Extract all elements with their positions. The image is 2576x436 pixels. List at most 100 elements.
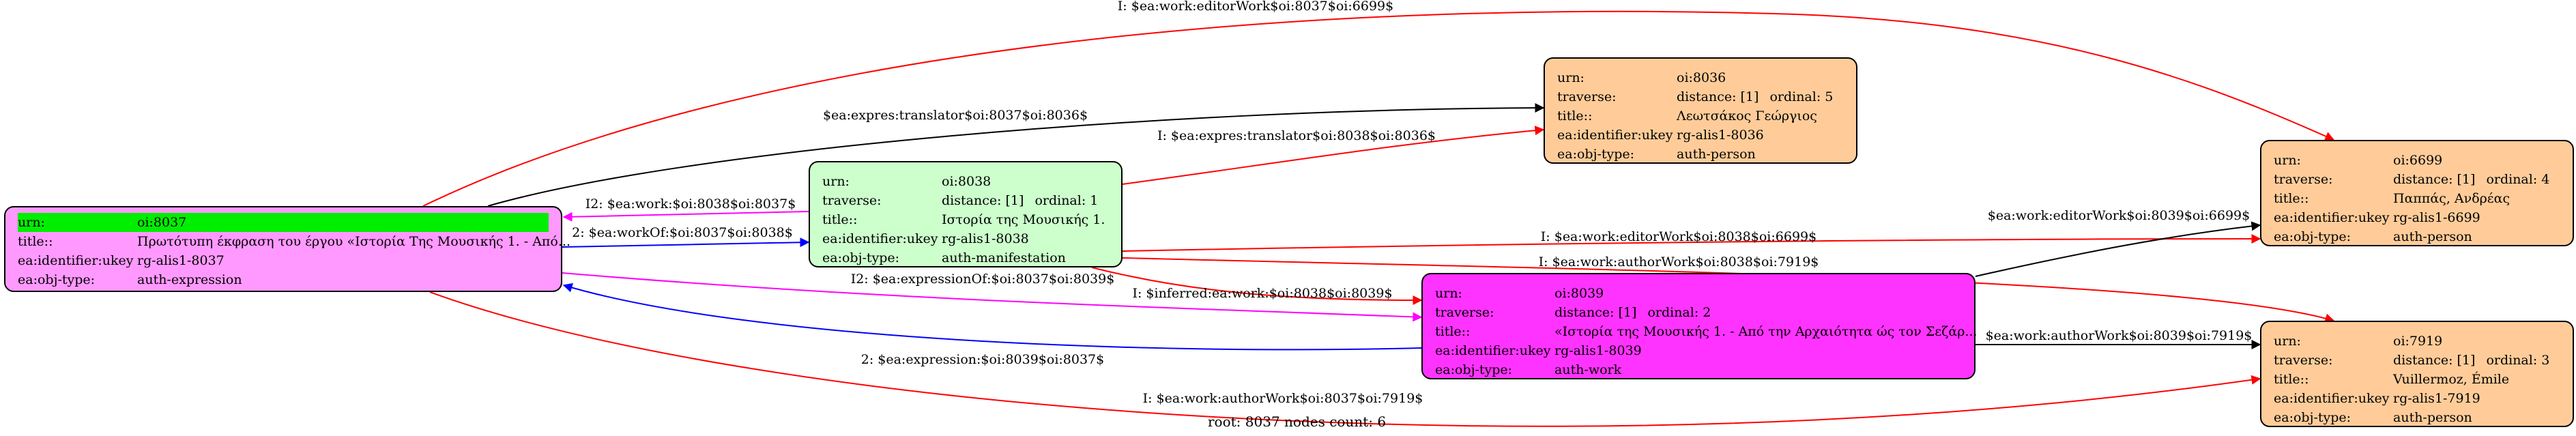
node-row-key: urn: <box>2274 153 2301 168</box>
node-row-value: distance: [1]ordinal: 1 <box>942 191 1109 210</box>
node-row-value-text: oi:8036 <box>1677 70 1726 85</box>
node-n8038[interactable]: urn:oi:8038 traverse: distance: [1]ordinal… <box>809 161 1123 267</box>
node-row-value: auth-person <box>2393 227 2560 246</box>
node-row: urn:oi:8037 <box>18 213 549 232</box>
node-row-key: traverse: <box>822 193 882 208</box>
node-row: title::Vuillermoz, Émile <box>2274 370 2560 389</box>
node-row-value: oi:8036 <box>1677 68 1844 87</box>
node-row: urn: oi:6699 <box>2274 151 2560 170</box>
edge-label-e9: I2: $ea:expressionOf:$oi:8037$oi:8039$ <box>851 272 1115 287</box>
node-row-value-text: rg-alis1-8039 <box>1554 343 1642 358</box>
node-row-key: urn: <box>2274 334 2301 349</box>
node-row-value-text: rg-alis1-8038 <box>942 231 1029 246</box>
node-row-value: distance: [1]ordinal: 4 <box>2393 170 2560 189</box>
node-row-value: auth-manifestation <box>942 248 1109 267</box>
edge-label-e3: I: $ea:expres:translator$oi:8038$oi:8036… <box>1157 128 1436 143</box>
node-row-key: ea:identifier:ukey <box>2274 210 2390 225</box>
node-row-value: rg-alis1-8039 <box>1554 341 1962 360</box>
edge-label-e4: I2: $ea:work:$oi:8038$oi:8037$ <box>585 197 796 212</box>
node-row-value-text: rg-alis1-7919 <box>2393 391 2480 406</box>
node-row: title::Λεωτσάκος Γεώργιος <box>1557 106 1844 126</box>
node-row-value: oi:8038 <box>942 172 1109 191</box>
node-row-value-text: oi:6699 <box>2393 153 2443 168</box>
node-row-value-text: oi:8038 <box>942 174 992 189</box>
node-row-value-text: distance: [1] <box>1554 305 1637 320</box>
node-n6699[interactable]: urn: oi:6699 traverse:distance: [1]ordinal… <box>2260 140 2574 246</box>
node-row-value-text: auth-person <box>1677 147 1756 162</box>
node-row-key: traverse: <box>1557 89 1617 104</box>
node-row-key: ea:identifier:ukey <box>822 231 938 246</box>
edge-e3 <box>1122 126 1545 185</box>
node-row-key: ea:obj-type: <box>2274 229 2351 244</box>
node-row: title::Πρωτότυπη έκφραση του έργου «Ιστο… <box>18 232 570 251</box>
node-row-ordinal: ordinal: 1 <box>1034 193 1099 208</box>
node-row-value: auth-work <box>1554 360 1962 379</box>
node-row-key: ea:identifier:ukey <box>1557 128 1673 143</box>
edge-label-e2: $ea:expres:translator$oi:8037$oi:8036$ <box>823 108 1088 123</box>
edge-e6 <box>1122 234 2261 252</box>
node-row-value-text: «Ιστορία της Μουσικής 1. - Από την Αρχαι… <box>1554 324 1978 339</box>
node-row-value: oi:7919 <box>2393 332 2560 351</box>
node-row-key: ea:identifier:ukey <box>18 253 134 268</box>
edge-label-e12: $ea:work:authorWork$oi:8039$oi:7919$ <box>1986 328 2253 343</box>
node-row: traverse:distance: [1]ordinal: 3 <box>2274 351 2560 370</box>
node-row: ea:identifier:ukey rg-alis1-8038 <box>822 229 1109 248</box>
edge-label-e8: I: $inferred:ea:work:$oi:8038$oi:8039$ <box>1132 286 1392 301</box>
node-row-value: Παππάς, Ανδρέας <box>2393 189 2560 208</box>
node-row: urn:oi:8036 <box>1557 68 1844 87</box>
node-row: ea:obj-type: auth-work <box>1435 360 1962 379</box>
node-row-key: title:: <box>1435 324 1471 339</box>
node-row-key: ea:identifier:ukey <box>2274 391 2390 406</box>
node-row-value: rg-alis1-8038 <box>942 229 1109 248</box>
edge-e5 <box>562 237 810 248</box>
edge-label-e1: I: $ea:work:editorWork$oi:8037$oi:6699$ <box>1118 0 1393 14</box>
node-row-value-text: oi:7919 <box>2393 334 2443 349</box>
node-row-key: traverse: <box>2274 353 2333 368</box>
node-row-value-text: auth-manifestation <box>942 250 1066 265</box>
node-row: traverse: distance: [1]ordinal: 1 <box>822 191 1109 210</box>
edge-label-e10: 2: $ea:expression:$oi:8039$oi:8037$ <box>861 352 1105 367</box>
node-row-value-text: oi:8037 <box>137 215 187 230</box>
node-row-value-text: rg-alis1-8036 <box>1677 128 1764 143</box>
node-row: traverse:distance: [1]ordinal: 4 <box>2274 170 2560 189</box>
edge-e10 <box>562 282 1422 351</box>
node-row-key: ea:identifier:ukey <box>1435 343 1551 358</box>
edge-e13 <box>429 291 2261 427</box>
edge-e9 <box>562 272 1423 322</box>
node-row-value: Vuillermoz, Émile <box>2393 370 2560 389</box>
node-row-value-text: auth-expression <box>137 272 242 287</box>
node-row: ea:obj-type: auth-person <box>2274 227 2560 246</box>
node-row: ea:identifier:ukey rg-alis1-8036 <box>1557 126 1844 145</box>
node-row: urn: oi:7919 <box>2274 332 2560 351</box>
node-row-value-text: distance: [1] <box>2393 172 2476 187</box>
node-row-key: ea:obj-type: <box>822 250 900 265</box>
node-row: ea:obj-type:auth-expression <box>18 270 549 289</box>
node-row-value-text: distance: [1] <box>1677 89 1759 104</box>
node-row-value: oi:8037 <box>137 213 549 232</box>
node-row-key: title:: <box>822 212 858 227</box>
node-row-key: title:: <box>2274 191 2309 206</box>
node-row: title::Παππάς, Ανδρέας <box>2274 189 2560 208</box>
node-row-value: auth-expression <box>137 270 549 289</box>
node-row: traverse:distance: [1]ordinal: 2 <box>1435 303 1962 322</box>
node-row-ordinal: ordinal: 2 <box>1647 305 1711 320</box>
node-row-value-text: Vuillermoz, Émile <box>2393 372 2510 387</box>
edge-e2 <box>487 103 1545 207</box>
node-row-key: ea:obj-type: <box>1435 362 1513 377</box>
node-row-value-text: distance: [1] <box>2393 353 2476 368</box>
node-row: title::Ιστορία της Μουσικής 1. <box>822 210 1109 229</box>
edge-e1 <box>422 10 2335 207</box>
node-row: ea:obj-type:auth-person <box>2274 408 2560 427</box>
node-row-value: oi:8039 <box>1554 284 1962 303</box>
node-row-key: urn: <box>1435 286 1462 301</box>
node-row: urn:oi:8038 <box>822 172 1109 191</box>
node-row-value-text: auth-person <box>2393 229 2472 244</box>
